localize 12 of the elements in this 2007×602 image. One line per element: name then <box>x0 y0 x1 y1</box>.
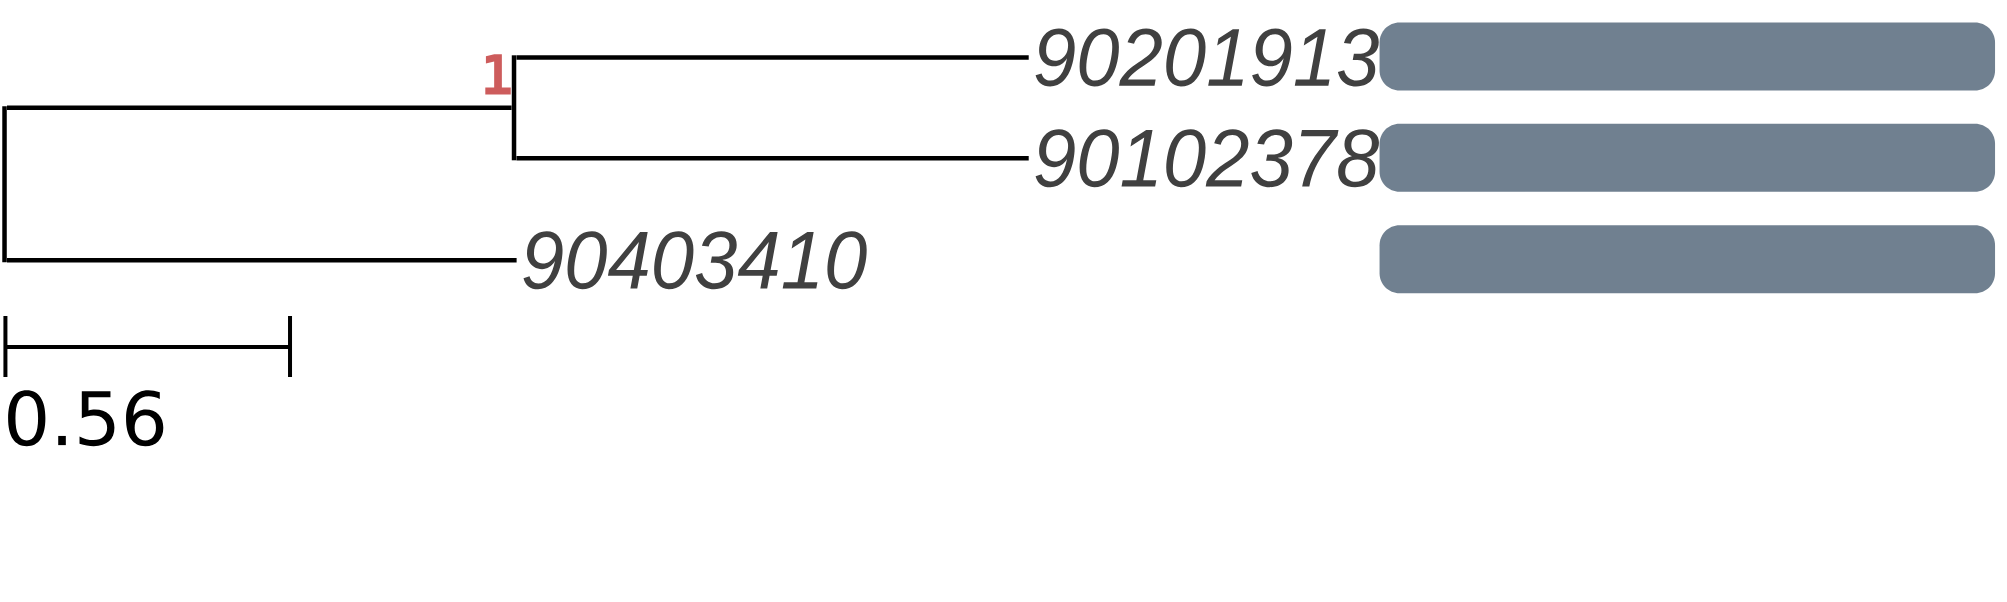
branch-line <box>7 257 517 263</box>
leaf-label: 90403410 <box>523 231 867 290</box>
leaf-label: 90102378 <box>1035 129 1379 188</box>
branch-line <box>516 55 1029 60</box>
bar <box>1379 22 1996 91</box>
scale-label: 0.56 <box>8 390 164 447</box>
branch-line <box>7 105 512 111</box>
branch-line <box>516 155 1029 161</box>
bar <box>1379 225 1996 294</box>
leaf-label: 90201913 <box>1035 28 1379 87</box>
bar <box>1379 123 1996 192</box>
support-value: 1 <box>485 54 511 95</box>
